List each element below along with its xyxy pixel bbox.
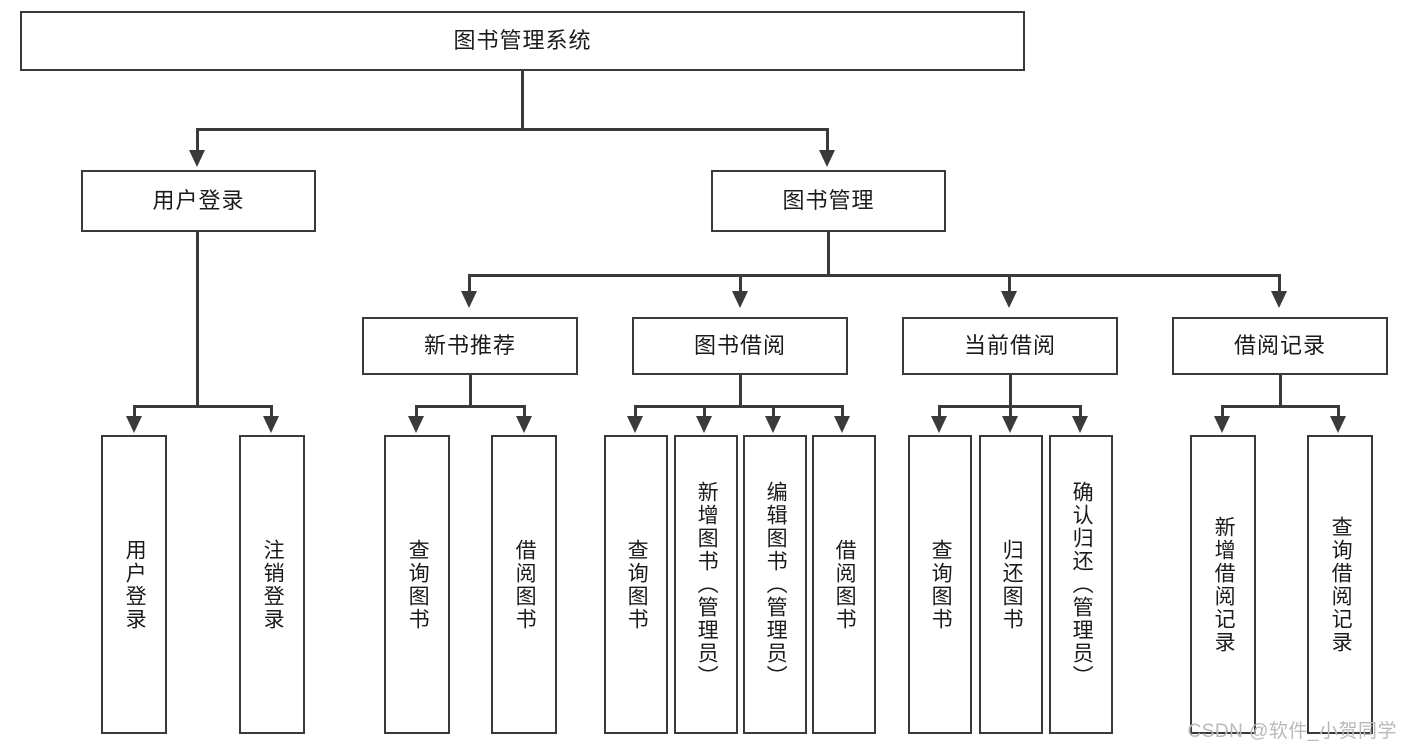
- arrow-borrow-record-child-1: [1214, 416, 1230, 433]
- leaf-book-borrow-4[interactable]: 借阅图书: [812, 435, 876, 734]
- arrow-user-login-child-1: [126, 416, 142, 433]
- edge-user-login-stem: [196, 232, 199, 407]
- edge-to-new-book-rec: [468, 274, 471, 292]
- arrow-book-borrow-child-2: [696, 416, 712, 433]
- edge-book-borrow-bus: [634, 405, 844, 408]
- leaf-current-borrow-1-label: 查询图书: [929, 538, 953, 631]
- edge-user-login-child-1: [133, 405, 136, 418]
- leaf-book-borrow-3-label: 编辑图书（管理员）: [764, 481, 788, 688]
- leaf-new-book-rec-2-label: 借阅图书: [513, 538, 537, 631]
- leaf-current-borrow-2[interactable]: 归还图书: [979, 435, 1043, 734]
- edge-book-manage-stem: [827, 232, 830, 276]
- leaf-book-borrow-3[interactable]: 编辑图书（管理员）: [743, 435, 807, 734]
- edge-book-borrow-stem: [739, 375, 742, 407]
- node-user-login[interactable]: 用户登录: [81, 170, 316, 232]
- edge-new-book-rec-stem: [469, 375, 472, 407]
- edge-book-borrow-child-3: [772, 405, 775, 418]
- node-book-manage[interactable]: 图书管理: [711, 170, 946, 232]
- node-borrow-record[interactable]: 借阅记录: [1172, 317, 1388, 375]
- edge-level3-bus: [468, 274, 1281, 277]
- arrow-to-borrow-record: [1271, 291, 1287, 308]
- edge-to-borrow-record: [1278, 274, 1281, 292]
- leaf-book-borrow-4-label: 借阅图书: [833, 538, 857, 631]
- leaf-borrow-record-1[interactable]: 新增借阅记录: [1190, 435, 1256, 734]
- leaf-book-borrow-2-label: 新增图书（管理员）: [695, 481, 719, 688]
- edge-current-borrow-child-2: [1009, 405, 1012, 418]
- leaf-book-borrow-1-label: 查询图书: [625, 538, 649, 631]
- node-user-login-label: 用户登录: [152, 187, 245, 213]
- node-new-book-rec-label: 新书推荐: [423, 332, 516, 358]
- edge-borrow-record-stem: [1279, 375, 1282, 407]
- arrow-current-borrow-child-2: [1002, 416, 1018, 433]
- edge-book-borrow-child-1: [634, 405, 637, 418]
- edge-current-borrow-child-1: [938, 405, 941, 418]
- node-current-borrow[interactable]: 当前借阅: [902, 317, 1118, 375]
- edge-user-login-child-2: [270, 405, 273, 418]
- edge-new-book-rec-bus: [415, 405, 526, 408]
- edge-root-stem: [521, 71, 524, 130]
- node-root-label: 图书管理系统: [453, 27, 592, 53]
- edge-new-book-rec-child-2: [523, 405, 526, 418]
- arrow-current-borrow-child-1: [931, 416, 947, 433]
- edge-to-book-manage: [826, 128, 829, 150]
- leaf-borrow-record-2[interactable]: 查询借阅记录: [1307, 435, 1373, 734]
- edge-new-book-rec-child-1: [415, 405, 418, 418]
- node-borrow-record-label: 借阅记录: [1233, 332, 1326, 358]
- leaf-current-borrow-3-label: 确认归还（管理员）: [1070, 481, 1094, 688]
- arrow-book-borrow-child-3: [765, 416, 781, 433]
- edge-book-borrow-child-4: [841, 405, 844, 418]
- edge-to-user-login: [196, 128, 199, 150]
- edge-borrow-record-child-2: [1337, 405, 1340, 418]
- arrow-to-current-borrow: [1001, 291, 1017, 308]
- node-new-book-rec[interactable]: 新书推荐: [362, 317, 578, 375]
- leaf-user-login-2-label: 注销登录: [261, 538, 285, 631]
- node-book-borrow-label: 图书借阅: [693, 332, 786, 358]
- arrow-current-borrow-child-3: [1072, 416, 1088, 433]
- leaf-book-borrow-1[interactable]: 查询图书: [604, 435, 668, 734]
- arrow-to-user-login: [189, 150, 205, 167]
- arrow-to-new-book-rec: [461, 291, 477, 308]
- edge-borrow-record-child-1: [1221, 405, 1224, 418]
- edge-to-book-borrow: [739, 274, 742, 292]
- arrow-to-book-borrow: [732, 291, 748, 308]
- arrow-borrow-record-child-2: [1330, 416, 1346, 433]
- leaf-book-borrow-2[interactable]: 新增图书（管理员）: [674, 435, 738, 734]
- leaf-user-login-2[interactable]: 注销登录: [239, 435, 305, 734]
- edge-borrow-record-bus: [1221, 405, 1340, 408]
- leaf-borrow-record-2-label: 查询借阅记录: [1329, 515, 1353, 654]
- node-root[interactable]: 图书管理系统: [20, 11, 1025, 71]
- node-book-borrow[interactable]: 图书借阅: [632, 317, 848, 375]
- leaf-current-borrow-2-label: 归还图书: [1000, 538, 1024, 631]
- arrow-book-borrow-child-4: [834, 416, 850, 433]
- leaf-user-login-1-label: 用户登录: [123, 538, 147, 631]
- node-book-manage-label: 图书管理: [782, 187, 875, 213]
- edge-to-current-borrow: [1008, 274, 1011, 292]
- leaf-borrow-record-1-label: 新增借阅记录: [1212, 515, 1236, 654]
- arrow-new-book-rec-child-2: [516, 416, 532, 433]
- node-current-borrow-label: 当前借阅: [963, 332, 1056, 358]
- leaf-new-book-rec-1[interactable]: 查询图书: [384, 435, 450, 734]
- edge-user-login-bus: [133, 405, 273, 408]
- leaf-new-book-rec-2[interactable]: 借阅图书: [491, 435, 557, 734]
- arrow-new-book-rec-child-1: [408, 416, 424, 433]
- leaf-user-login-1[interactable]: 用户登录: [101, 435, 167, 734]
- edge-book-borrow-child-2: [703, 405, 706, 418]
- leaf-current-borrow-3[interactable]: 确认归还（管理员）: [1049, 435, 1113, 734]
- edge-current-borrow-stem: [1009, 375, 1012, 407]
- csdn-watermark: CSDN @软件_小贺同学: [1187, 721, 1397, 742]
- arrow-user-login-child-2: [263, 416, 279, 433]
- leaf-current-borrow-1[interactable]: 查询图书: [908, 435, 972, 734]
- arrow-to-book-manage: [819, 150, 835, 167]
- edge-bus-level2: [196, 128, 828, 131]
- arrow-book-borrow-child-1: [627, 416, 643, 433]
- leaf-new-book-rec-1-label: 查询图书: [406, 538, 430, 631]
- edge-current-borrow-child-3: [1079, 405, 1082, 418]
